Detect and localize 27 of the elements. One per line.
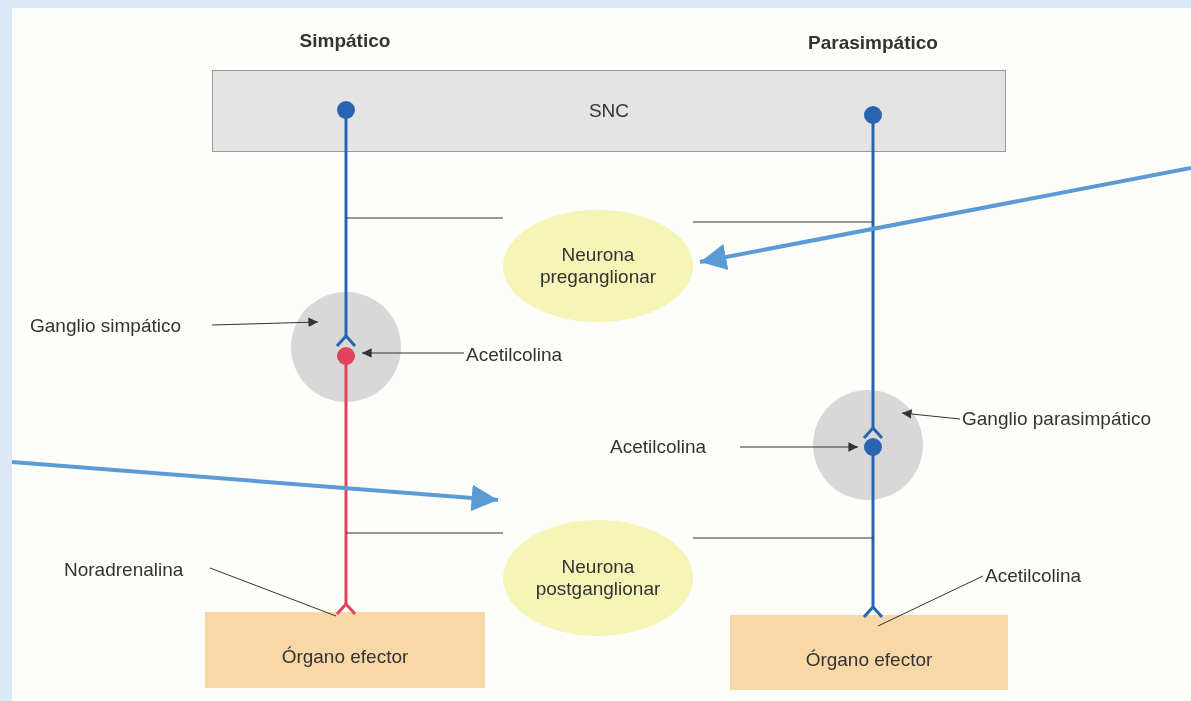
- annotation-label: Ganglio parasimpático: [962, 404, 1177, 434]
- leader-line: [692, 537, 874, 539]
- leader-line: [345, 532, 504, 534]
- pointer-arrow: [699, 166, 1191, 270]
- leader-line: [361, 348, 465, 358]
- neuron-axon: [335, 347, 357, 616]
- annotation-label: Noradrenalina: [64, 555, 210, 585]
- neuron-axon: [335, 101, 357, 348]
- pointer-arrow: [11, 460, 499, 512]
- effector-organ-box: Órgano efector: [205, 612, 485, 688]
- leader-line: [692, 221, 874, 223]
- annotation-label: Acetilcolina: [610, 432, 740, 462]
- cns-box: SNC: [212, 70, 1006, 152]
- neuron-axon: [862, 438, 884, 619]
- leader-line: [901, 409, 961, 420]
- annotation-label: Acetilcolina: [985, 561, 1109, 591]
- leader-line: [739, 442, 859, 452]
- effector-organ-box: Órgano efector: [730, 615, 1008, 690]
- leader-line: [877, 575, 984, 627]
- leader-line: [209, 567, 337, 617]
- column-heading: Simpático: [298, 30, 392, 52]
- leader-line: [345, 217, 504, 219]
- column-heading: Parasimpático: [807, 32, 939, 54]
- leader-line: [211, 317, 319, 328]
- neuron-axon: [862, 106, 884, 440]
- annotation-label: Acetilcolina: [466, 340, 586, 370]
- annotation-label: Ganglio simpático: [30, 311, 210, 341]
